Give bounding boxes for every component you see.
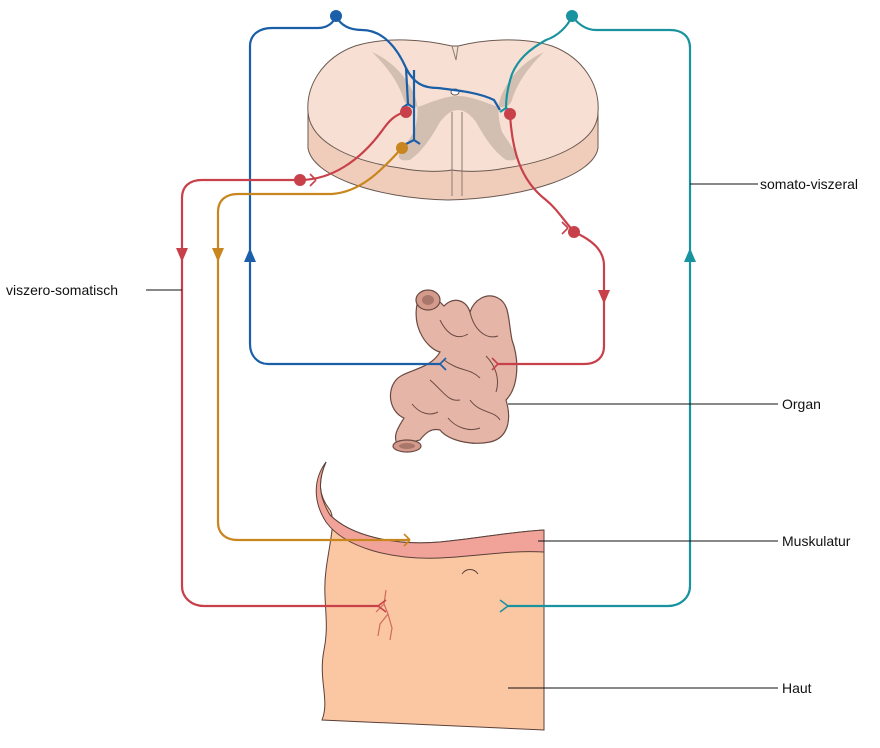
red-right-soma-lower	[568, 226, 580, 238]
orange-neuron-soma	[396, 142, 408, 154]
red-left-soma-lower	[294, 174, 306, 186]
teal-neuron-soma	[566, 10, 578, 22]
teal-arrow-up	[684, 248, 696, 262]
label-organ: Organ	[782, 396, 821, 412]
blue-arrow-up	[244, 248, 256, 262]
label-viszero-somatisch: viszero-somatisch	[6, 282, 118, 298]
intestine-end-bottom-inner	[399, 443, 415, 449]
intestine-organ	[390, 290, 516, 452]
blue-neuron-soma	[330, 10, 342, 22]
orange-pathway	[212, 142, 410, 546]
skin	[320, 462, 544, 730]
intestine-end-top-inner	[422, 295, 434, 305]
orange-arrow-down	[212, 248, 224, 262]
orange-pathway-line	[218, 148, 410, 540]
spinal-cord	[308, 40, 598, 200]
red-right-soma-upper	[504, 108, 516, 120]
label-haut: Haut	[782, 680, 812, 696]
red-right-arrow-down	[598, 290, 610, 304]
skin-block	[316, 462, 544, 730]
red-left-soma-upper	[400, 106, 412, 118]
label-muskulatur: Muskulatur	[782, 533, 851, 549]
red-left-arrow-down	[176, 248, 188, 262]
label-somato-viszeral: somato-viszeral	[760, 176, 858, 192]
